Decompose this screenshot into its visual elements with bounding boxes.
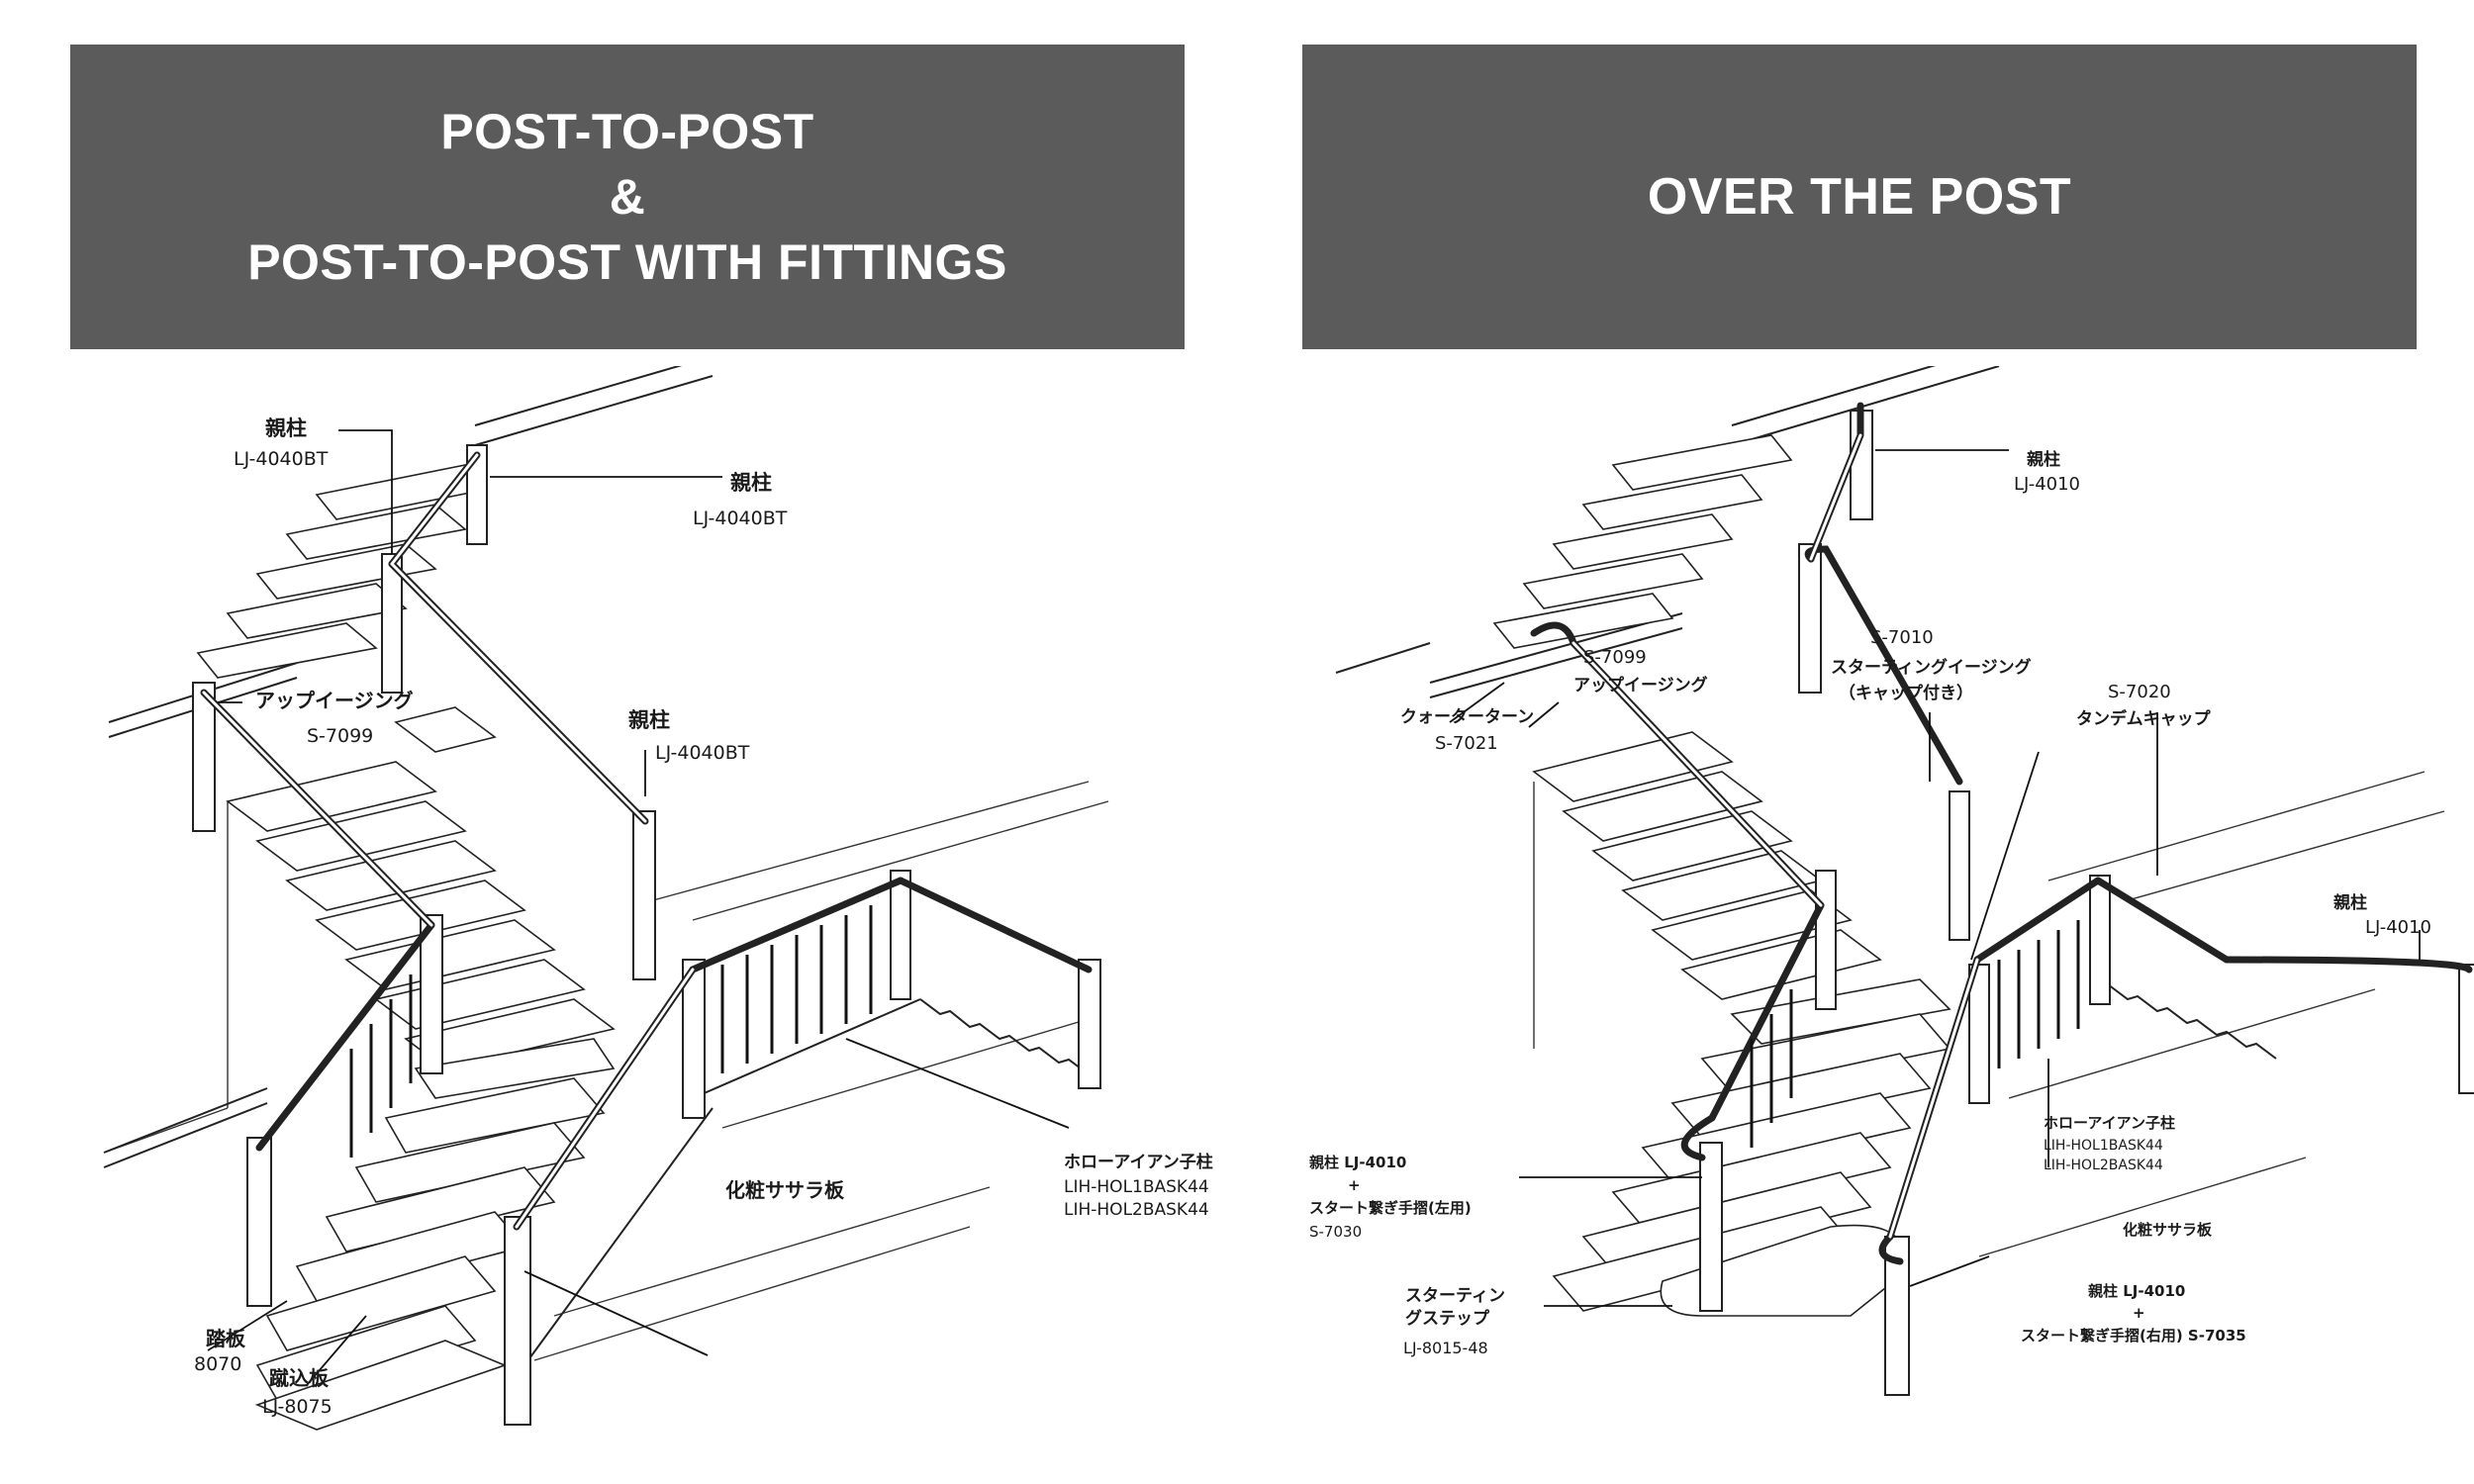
label-s7020-jp: タンデムキャップ: [2076, 708, 2212, 729]
right-lower-steps: [692, 998, 1090, 1099]
label-riser-code: LJ-8075: [262, 1396, 333, 1418]
handrails-left: [200, 451, 1093, 1231]
labels-right: 親柱 LJ-4010 S-7010 スターティングイージング （キャップ付き） …: [1309, 449, 2431, 1357]
staircase-drawing-right: 親柱 LJ-4010 S-7010 スターティングイージング （キャップ付き） …: [1309, 366, 2474, 1396]
newel-post-far-right: [2458, 964, 2474, 1094]
staircase-drawing-left: 親柱 LJ-4040BT 親柱 LJ-4040BT アップイージング S-709…: [103, 366, 1213, 1431]
newel-post-upper-turn: [1798, 543, 1822, 694]
label-baluster-code2: LIH-HOL2BASK44: [1064, 1200, 1209, 1220]
label-quarter-jp: クォーターターン: [1400, 707, 1534, 727]
label-quarter-code: S-7021: [1435, 733, 1498, 754]
label-s7020-code: S-7020: [2108, 682, 2171, 702]
label-newel-top-left-jp: 親柱: [265, 417, 307, 440]
newel-post-tandem-right: [2089, 875, 2111, 1005]
upper-floor-lines-right: [1335, 366, 2445, 1257]
labels-left: 親柱 LJ-4040BT 親柱 LJ-4040BT アップイージング S-709…: [194, 417, 1213, 1418]
label-start-right-line2: +: [2133, 1304, 2145, 1322]
label-s7010-jp1: スターティングイージング: [1831, 657, 2032, 678]
label-baluster-code2: LIH-HOL2BASK44: [2044, 1158, 2163, 1173]
newel-post-top-right: [466, 444, 488, 545]
label-s7099-code: S-7099: [1583, 647, 1647, 668]
label-start-left-line3: スタート繋ぎ手摺(左用): [1309, 1199, 1472, 1217]
newel-post-starting-easing: [1949, 790, 1970, 941]
banner-over-the-post: OVER THE POST: [1302, 45, 2417, 349]
lower-flight-right: [1552, 978, 1951, 1317]
right-lower-steps-right: [2107, 983, 2277, 1060]
label-start-step-jp1: スターティン: [1405, 1286, 1505, 1306]
label-newel-top-right-code: LJ-4040BT: [693, 508, 788, 529]
newel-posts-right: [1699, 410, 2474, 1396]
label-s7010-code: S-7010: [1870, 627, 1934, 648]
handrails-right: [1530, 402, 2473, 1265]
post-to-post-staircase-diagram: 親柱 LJ-4040BT 親柱 LJ-4040BT アップイージング S-709…: [0, 366, 1237, 1484]
label-newel-right-jp: 親柱: [2333, 892, 2367, 913]
label-riser-jp: 蹴込板: [269, 1366, 330, 1390]
upper-flight-right: [1492, 434, 1793, 649]
label-baluster-jp: ホローアイアン子柱: [2044, 1114, 2175, 1132]
label-baluster-jp: ホローアイアン子柱: [1064, 1152, 1213, 1172]
label-upeasing-jp: アップイージング: [255, 689, 414, 712]
lower-flight: [254, 1038, 714, 1431]
label-newel-top-jp: 親柱: [2027, 449, 2060, 470]
newel-posts-left: [192, 444, 1101, 1426]
newel-post-upeasing: [192, 682, 216, 832]
label-newel-mid-code: LJ-4040BT: [655, 742, 750, 764]
label-s7099-jp: アップイージング: [1573, 675, 1708, 696]
label-start-right-line1: 親柱 LJ-4010: [2088, 1282, 2185, 1300]
banner-title-line-2: &: [609, 169, 646, 225]
over-the-post-staircase-diagram: 親柱 LJ-4010 S-7010 スターティングイージング （キャップ付き） …: [1237, 366, 2474, 1484]
newel-post-balcony-a: [890, 870, 911, 1000]
label-stringer-jp: 化粧ササラ板: [2123, 1221, 2213, 1239]
leader-lines-left: [207, 429, 1070, 1386]
newel-post-landing-a: [420, 914, 443, 1074]
newel-post-start-left: [1699, 1142, 1723, 1312]
upper-floor-lines: [103, 366, 1109, 1361]
label-upeasing-code: S-7099: [307, 725, 373, 747]
label-start-left-line2: +: [1348, 1176, 1361, 1194]
label-baluster-code1: LIH-HOL1BASK44: [2044, 1138, 2163, 1154]
iron-balusters-left: [349, 905, 873, 1158]
label-tread-code: 8070: [194, 1353, 241, 1375]
newel-post-bottom-right: [504, 1216, 531, 1426]
banner-title-line-1: OVER THE POST: [1647, 168, 2072, 226]
label-newel-mid-jp: 親柱: [628, 708, 670, 732]
label-start-left-line4: S-7030: [1309, 1223, 1362, 1241]
label-s7010-jp2: （キャップ付き）: [1839, 683, 1973, 703]
label-newel-top-right-jp: 親柱: [730, 471, 772, 495]
newel-post-landing-b: [682, 959, 706, 1119]
newel-post-bottom-left: [246, 1137, 272, 1307]
leader-lines-right: [1449, 449, 2421, 1307]
label-start-right-line3: スタート繋ぎ手摺(右用) S-7035: [2021, 1327, 2246, 1345]
newel-post-mid: [632, 810, 656, 980]
banner-post-to-post: POST-TO-POST & POST-TO-POST WITH FITTING…: [70, 45, 1185, 349]
label-stringer-jp: 化粧ササラ板: [725, 1178, 845, 1202]
banner-title-line-3: POST-TO-POST WITH FITTINGS: [247, 234, 1007, 290]
label-newel-top-code: LJ-4010: [2014, 474, 2080, 495]
iron-balusters-right: [1750, 920, 2080, 1148]
label-start-left-line1: 親柱 LJ-4010: [1309, 1154, 1406, 1171]
label-start-step-jp2: グステップ: [1405, 1308, 1490, 1329]
label-tread-jp: 踏板: [206, 1327, 246, 1350]
label-newel-top-left-code: LJ-4040BT: [234, 448, 329, 470]
label-start-step-code: LJ-8015-48: [1403, 1339, 1488, 1357]
banner-title-line-1: POST-TO-POST: [440, 104, 814, 159]
newel-post-landing-left: [1815, 870, 1837, 1010]
label-newel-right-code: LJ-4010: [2365, 917, 2431, 938]
newel-post-balcony-b: [1078, 959, 1101, 1089]
label-baluster-code1: LIH-HOL1BASK44: [1064, 1177, 1209, 1197]
